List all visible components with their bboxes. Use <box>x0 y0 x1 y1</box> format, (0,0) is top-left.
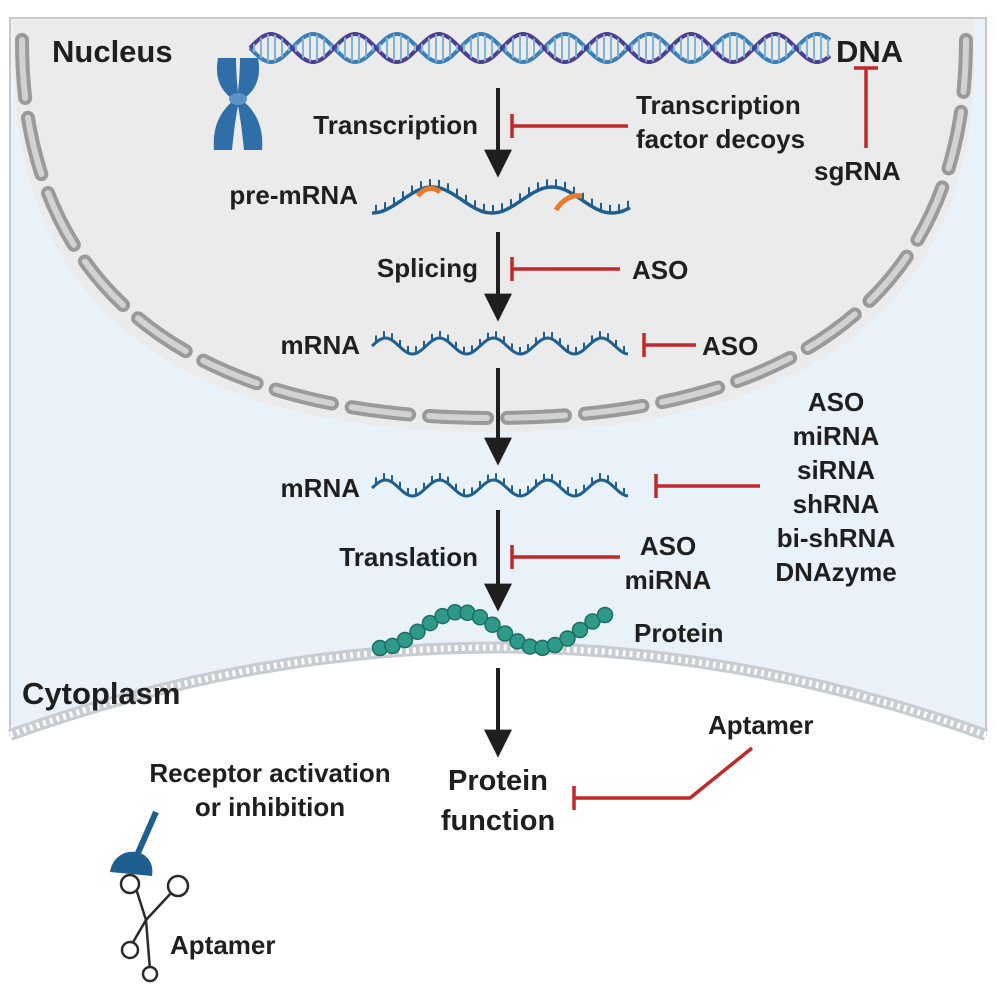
inhibit-transcription <box>510 114 628 138</box>
splicing-label: Splicing <box>377 253 478 283</box>
sgrna-label: sgRNA <box>814 156 901 186</box>
plasma-membrane <box>7 641 989 741</box>
dna-label: DNA <box>836 34 903 69</box>
protein-bead <box>496 625 514 642</box>
cyto-inhibitor-shrna: shRNA <box>793 489 880 519</box>
nucleus-label: Nucleus <box>52 34 173 69</box>
protein-label: Protein <box>634 618 724 648</box>
inhibit-protein-function <box>572 746 754 810</box>
protein-function-aptamer-label: Aptamer <box>708 710 813 740</box>
cyto-inhibitor-aso: ASO <box>808 387 864 417</box>
cytoplasmic-mrna-strand-icon <box>370 473 629 498</box>
compartment-labels: Nucleus Cytoplasm <box>22 34 180 711</box>
protein-bead <box>396 631 414 649</box>
translation-inhibitor-aso: ASO <box>640 531 696 561</box>
dna-helix-icon <box>248 32 832 64</box>
nuclear-envelope <box>15 33 973 426</box>
receptor-aptamer-label: Aptamer <box>170 930 275 960</box>
receptor-label-line-1: Receptor activation <box>149 758 390 788</box>
inhibitor-labels: Transcription factor decoys sgRNA ASO AS… <box>625 90 901 740</box>
translation-inhibitor-mirna: miRNA <box>625 565 712 595</box>
nuclear-mrna-strand-icon <box>370 331 629 356</box>
protein-chain-icon <box>371 604 614 657</box>
translation-label: Translation <box>339 542 478 572</box>
inhibit-translation <box>510 545 620 569</box>
protein-function-label-line-2: function <box>441 805 555 837</box>
inhibit-splicing <box>510 257 620 281</box>
cyto-inhibitor-bi-shrna: bi-shRNA <box>777 523 896 553</box>
pre-mrna-strand-icon <box>371 179 631 215</box>
inhibit-cytoplasmic-mrna <box>654 474 760 498</box>
molecule-labels: DNA pre-mRNA mRNA mRNA Protein Protein f… <box>229 34 903 837</box>
cyto-inhibitor-mirna: miRNA <box>793 421 880 451</box>
transcription-label: Transcription <box>313 110 478 140</box>
tf-decoys-label-line-2: factor decoys <box>636 124 805 154</box>
inhibit-dna <box>854 66 878 148</box>
process-labels: Transcription Splicing Translation <box>313 110 478 572</box>
protein-bead <box>409 623 426 641</box>
receptor-labels: Receptor activation or inhibition Aptame… <box>149 758 390 960</box>
receptor-label-line-2: or inhibition <box>195 792 345 822</box>
cytoplasm-label: Cytoplasm <box>22 676 180 711</box>
protein-bead <box>559 630 576 647</box>
protein-bead <box>421 614 439 632</box>
tf-decoys-label-line-1: Transcription <box>636 90 801 120</box>
chromosome-icon <box>213 58 263 150</box>
protein-bead <box>484 616 501 634</box>
aptamer-icon <box>119 873 190 983</box>
protein-function-label-line-1: Protein <box>448 765 548 797</box>
cyto-inhibitor-dnazyme: DNAzyme <box>775 557 896 587</box>
nuclear-mrna-aso-label: ASO <box>702 331 758 361</box>
splicing-aso-label: ASO <box>632 255 688 285</box>
nuclear-mrna-label: mRNA <box>281 330 361 360</box>
protein-bead <box>471 609 489 626</box>
cytoplasmic-mrna-label: mRNA <box>281 473 361 503</box>
pre-mrna-label: pre-mRNA <box>229 180 358 210</box>
inhibition-lines <box>510 66 878 810</box>
inhibit-nuclear-mrna <box>642 333 696 357</box>
protein-bead <box>571 621 589 639</box>
receptor-icon <box>110 810 159 876</box>
cyto-inhibitor-sirna: siRNA <box>797 455 875 485</box>
protein-bead <box>596 606 614 624</box>
